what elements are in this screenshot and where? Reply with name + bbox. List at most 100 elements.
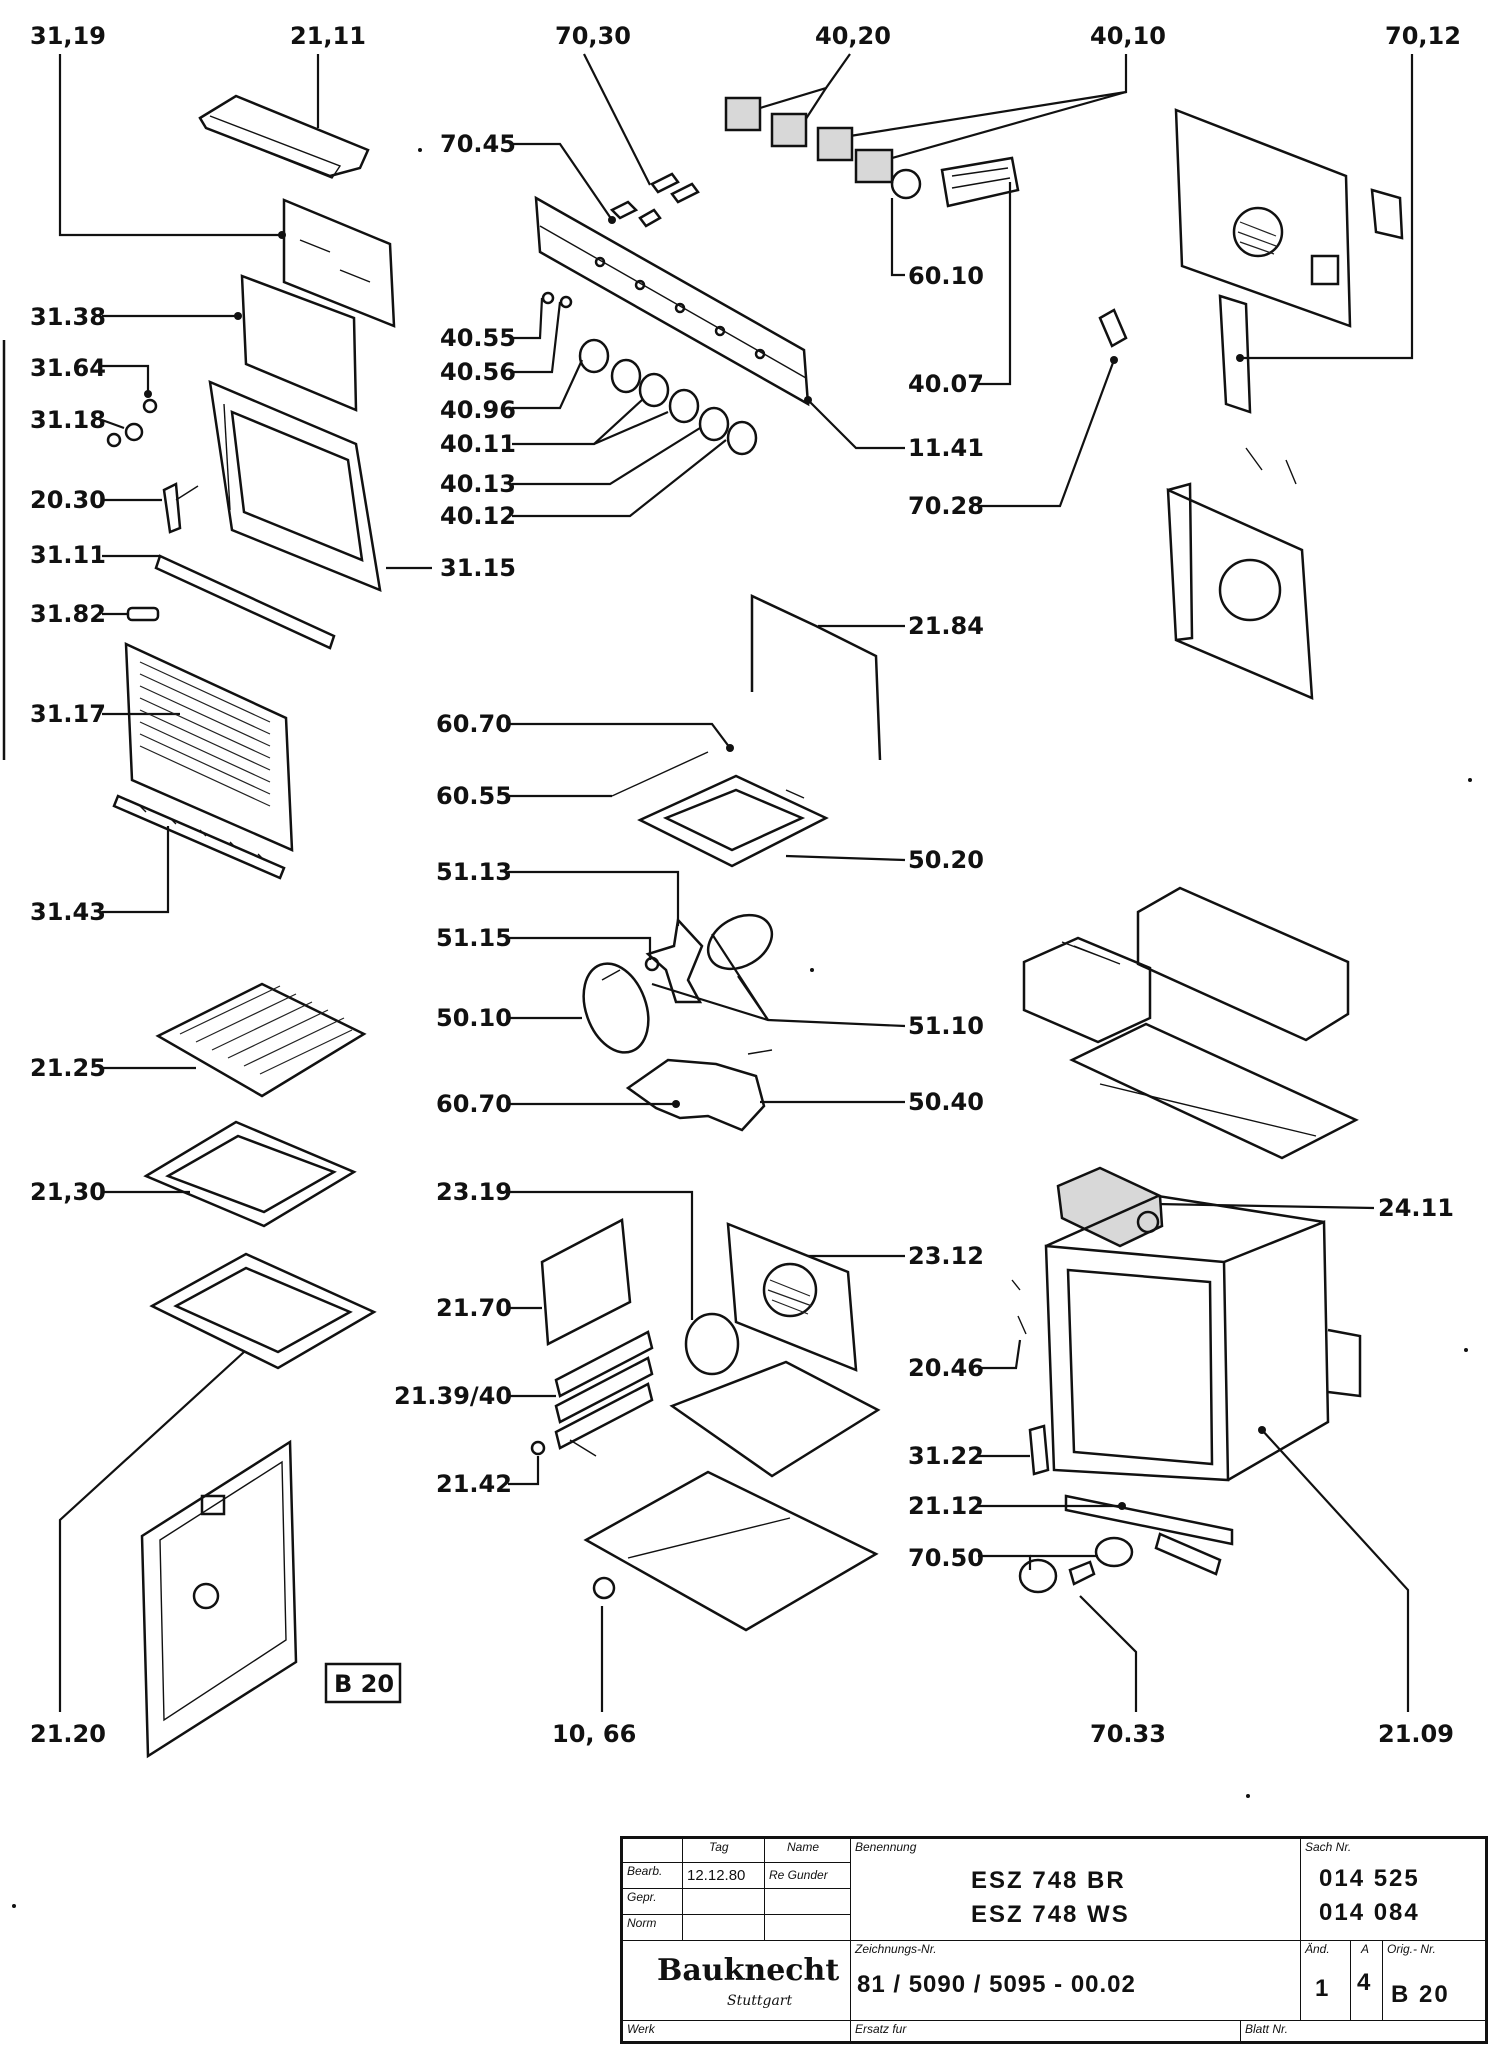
label-21-70: 21.70 xyxy=(436,1294,512,1322)
label-40-56: 40.56 xyxy=(440,358,516,386)
tb-aend: Änd. 1 xyxy=(1301,1941,1351,2021)
label-40-96: 40.96 xyxy=(440,396,516,424)
tb-model-1: ESZ 748 BR xyxy=(971,1867,1126,1894)
label-40-55: 40.55 xyxy=(440,324,516,352)
label-10-66: 10, 66 xyxy=(552,1720,636,1748)
label-31-64: 31.64 xyxy=(30,354,106,382)
tb-norm-date xyxy=(683,1915,765,1941)
label-24-11: 24.11 xyxy=(1378,1194,1454,1222)
label-40-12: 40.12 xyxy=(440,502,516,530)
tb-sach-label: Sach Nr. xyxy=(1305,1840,1352,1854)
tb-header-name: Name xyxy=(765,1839,851,1863)
tb-ersatz: Ersatz fur xyxy=(851,2021,1241,2041)
part-door-glass-inner xyxy=(240,274,358,412)
part-door-bar xyxy=(154,554,336,650)
label-50-20: 50.20 xyxy=(908,846,984,874)
label-20-30: 20.30 xyxy=(30,486,106,514)
part-vent-strip xyxy=(112,794,286,880)
tb-blatt-label: Blatt Nr. xyxy=(1245,2022,1288,2036)
tb-header-name-text: Name xyxy=(787,1840,820,1854)
label-21-30: 21,30 xyxy=(30,1178,106,1206)
page-reference-label: B 20 xyxy=(334,1670,394,1698)
part-small-hardware xyxy=(106,398,160,622)
tb-row-norm: Norm xyxy=(623,1915,683,1941)
label-70-28: 70.28 xyxy=(908,492,984,520)
label-21-11: 21,11 xyxy=(290,22,366,50)
label-31-15: 31.15 xyxy=(440,554,516,582)
label-31-43: 31.43 xyxy=(30,898,106,926)
tb-norm-name xyxy=(765,1915,851,1941)
part-control-knobs xyxy=(541,291,758,456)
part-fan-housing xyxy=(1166,447,1314,700)
label-50-40: 50.40 xyxy=(908,1088,984,1116)
label-31-18: 31.18 xyxy=(30,406,106,434)
tb-blatt: Blatt Nr. xyxy=(1241,2021,1485,2041)
label-31-22: 31.22 xyxy=(908,1442,984,1470)
tb-werk: Werk xyxy=(623,2021,851,2041)
tb-sach-2: 014 084 xyxy=(1319,1899,1420,1926)
tb-header-tag: Tag xyxy=(683,1839,765,1863)
part-oven-grill-rack xyxy=(155,982,367,1098)
tb-werk-label: Werk xyxy=(627,2022,655,2036)
part-fan-assembly xyxy=(582,913,774,1054)
label-60-10: 60.10 xyxy=(908,262,984,290)
part-drip-pan xyxy=(149,1252,377,1370)
label-60-70-upper: 60.70 xyxy=(436,710,512,738)
label-23-19: 23.19 xyxy=(436,1178,512,1206)
parts-artwork xyxy=(106,94,1404,1759)
tb-gepr-name xyxy=(765,1889,851,1915)
tb-gepr-date xyxy=(683,1889,765,1915)
label-21-09: 21.09 xyxy=(1378,1720,1454,1748)
tb-a-value: 4 xyxy=(1357,1969,1373,1996)
tb-bearb-name: Re Gunder xyxy=(765,1863,851,1889)
part-motor-block xyxy=(1056,1166,1164,1248)
label-70-50: 70.50 xyxy=(908,1544,984,1572)
part-lower-element xyxy=(625,1049,773,1132)
label-70-30: 70,30 xyxy=(555,22,631,50)
label-50-10: 50.10 xyxy=(436,1004,512,1032)
tb-sach: Sach Nr. 014 525 014 084 xyxy=(1301,1839,1485,1941)
label-70-33: 70.33 xyxy=(1090,1720,1166,1748)
title-block: Tag Name Bearb. 12.12.80 Re Gunder Gepr.… xyxy=(620,1836,1488,2044)
label-70-45: 70.45 xyxy=(440,130,516,158)
tb-orig-value: B 20 xyxy=(1391,1981,1450,2008)
label-20-46: 20.46 xyxy=(908,1354,984,1382)
label-40-10: 40,10 xyxy=(1090,22,1166,50)
label-70-12: 70,12 xyxy=(1385,22,1461,50)
part-labels: 31,19 21,11 70,30 40,20 40,10 70,12 70.4… xyxy=(30,22,1461,1748)
tb-orig-label: Orig.- Nr. xyxy=(1387,1942,1436,1956)
tb-bearb-date: 12.12.80 xyxy=(683,1863,765,1889)
tb-header-tag-text: Tag xyxy=(709,1840,729,1854)
label-31-11: 31.11 xyxy=(30,541,106,569)
part-switch-bracket xyxy=(1098,308,1128,348)
tb-row-bearb: Bearb. xyxy=(623,1863,683,1889)
part-switches xyxy=(724,96,1020,208)
label-21-12: 21.12 xyxy=(908,1492,984,1520)
part-side-grid xyxy=(530,1218,740,1457)
tb-aend-label: Änd. xyxy=(1305,1942,1330,1956)
label-40-07: 40.07 xyxy=(908,370,984,398)
leader-lines xyxy=(58,53,1414,1712)
label-60-55: 60.55 xyxy=(436,782,512,810)
tb-ersatz-label: Ersatz fur xyxy=(855,2022,907,2036)
label-21-84: 21.84 xyxy=(908,612,984,640)
tb-bearb-date-text: 12.12.80 xyxy=(687,1867,746,1884)
label-31-38: 31.38 xyxy=(30,303,106,331)
tb-a-label: A xyxy=(1361,1942,1370,1956)
part-door-hinge xyxy=(162,482,199,534)
tb-bearb-name-text: Re Gunder xyxy=(769,1868,828,1882)
label-31-17: 31.17 xyxy=(30,700,106,728)
label-31-82: 31.82 xyxy=(30,600,106,628)
tb-drawing-no-value: 81 / 5090 / 5095 - 00.02 xyxy=(857,1971,1136,1998)
tb-row-norm-text: Norm xyxy=(627,1916,657,1930)
label-60-70-lower: 60.70 xyxy=(436,1090,512,1118)
tb-model-2: ESZ 748 WS xyxy=(971,1901,1130,1928)
label-40-20: 40,20 xyxy=(815,22,891,50)
label-51-13: 51.13 xyxy=(436,858,512,886)
part-pins-top xyxy=(609,172,700,228)
label-21-42: 21.42 xyxy=(436,1470,512,1498)
tb-corner xyxy=(623,1839,683,1863)
label-11-41: 11.41 xyxy=(908,434,984,462)
part-door-handle xyxy=(198,94,370,179)
label-40-13: 40.13 xyxy=(440,470,516,498)
